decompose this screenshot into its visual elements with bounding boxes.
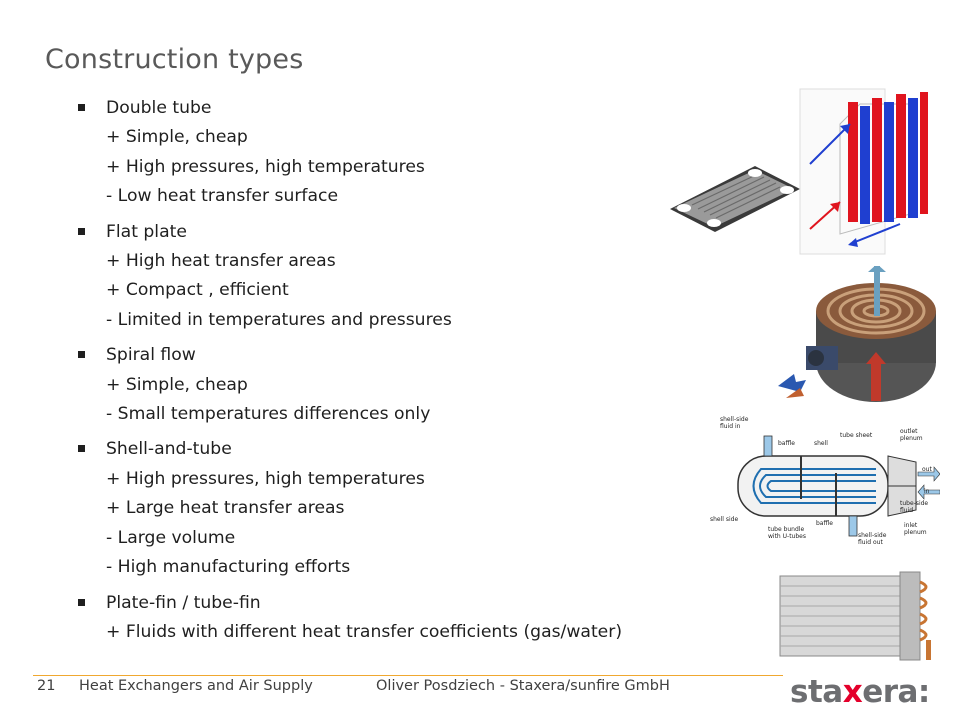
bullet-heading: Spiral flow [106,345,196,366]
label-tube-bundle: tube bundle with U-tubes [768,526,806,540]
square-bullet-icon [78,598,85,606]
bullet-line: + Fluids with different heat transfer co… [106,621,623,642]
bullet-line: - Large volume [106,527,236,548]
bullet-line: + Compact , efficient [106,280,289,301]
label-shell-side-fluid-out: shell-side fluid out [858,532,887,546]
bullet-item-flat-plate: Flat plate + High heat transfer areas + … [78,218,718,336]
footer-divider [33,675,783,676]
shell-and-tube-diagram: shell-side fluid in baffle shell tube sh… [706,414,940,554]
square-bullet-icon [78,351,85,359]
label-outlet-plenum: outlet plenum [900,428,923,442]
square-bullet-icon [78,104,85,111]
author-credit: Oliver Posdziech - Staxera/sunfire GmbH [376,678,670,694]
bullet-line: + High pressures, high temperatures [106,156,425,177]
bullet-line: + Simple, cheap [106,374,248,395]
label-baffle-bottom: baffle [816,520,833,527]
label-tube-sheet: tube sheet [840,432,873,439]
bullet-heading: Flat plate [106,221,187,242]
label-in: in [924,488,930,495]
plate-heat-exchanger-illustration [670,88,928,255]
label-shell-side: shell side [710,516,739,523]
square-bullet-icon [78,445,85,453]
label-shell-side-fluid-in: shell-side fluid in [720,416,749,430]
gasket-plate-image [670,166,800,232]
bullet-line: + Simple, cheap [106,127,248,148]
bullet-line: + Large heat transfer areas [106,498,345,519]
bullet-item-plate-fin: Plate-fin / tube-fin + Fluids with diffe… [78,589,718,648]
bullet-heading: Double tube [106,98,212,118]
label-baffle-top: baffle [778,440,795,447]
label-shell: shell [814,440,828,447]
slide-title: Construction types [45,44,304,75]
bullet-line: - High manufacturing efforts [106,557,351,578]
bullet-heading: Plate-fin / tube-fin [106,592,261,613]
bullet-line: - Low heat transfer surface [106,186,339,207]
bullet-item-shell-and-tube: Shell-and-tube + High pressures, high te… [78,435,718,582]
label-tube-side-fluid: tube-side fluid [900,500,929,514]
course-title: Heat Exchangers and Air Supply [79,678,313,694]
bullet-item-double-tube: Double tube + Simple, cheap + High press… [78,94,718,212]
bullet-heading: Shell-and-tube [106,439,232,460]
spiral-heat-exchanger-illustration [778,266,936,402]
bullet-line: - Small temperatures differences only [106,404,431,425]
label-out: out [922,466,932,473]
bullet-item-spiral-flow: Spiral flow + Simple, cheap - Small temp… [78,341,718,429]
page-number: 21 [37,678,56,694]
bullet-line: + High heat transfer areas [106,251,336,272]
bullet-line: - Limited in temperatures and pressures [106,309,452,330]
square-bullet-icon [78,227,85,235]
slide-footer: 21 Heat Exchangers and Air Supply Oliver… [0,672,960,720]
label-inlet-plenum: inlet plenum [904,522,927,536]
bullet-line: + High pressures, high temperatures [106,468,425,489]
staxera-logo: staxera: [790,674,930,710]
bullet-list: Double tube + Simple, cheap + High press… [78,94,718,653]
tube-fin-coil-illustration [779,571,931,661]
plate-pack-diagram [799,88,928,255]
